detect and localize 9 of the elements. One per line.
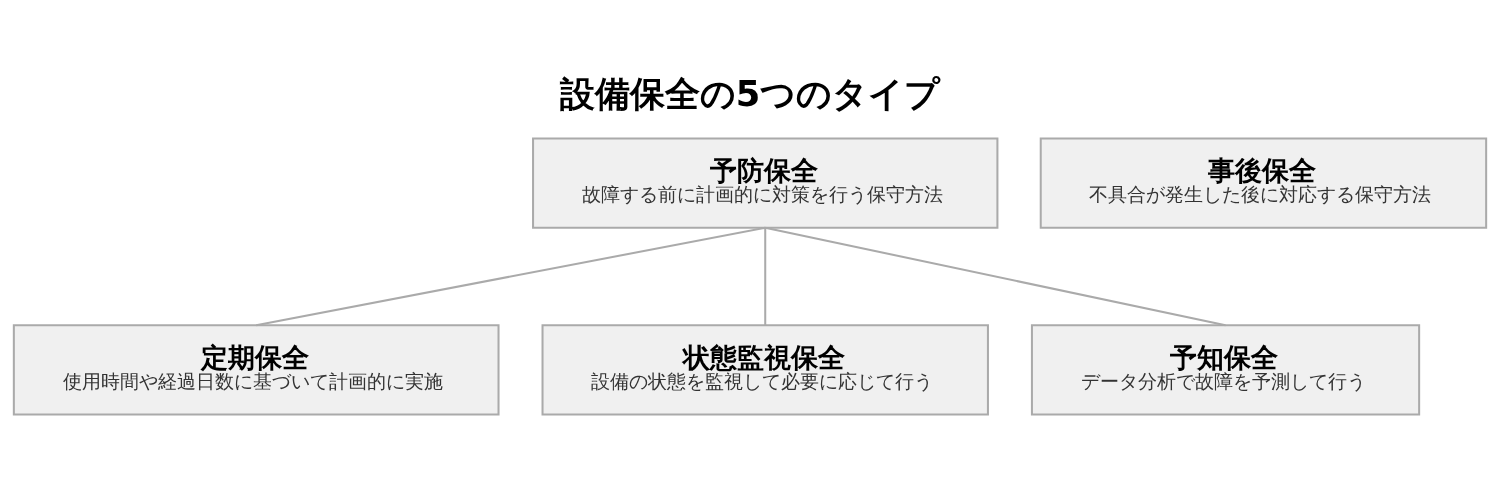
- node-box: 予防保全 故障する前に計画的に対策を行う保守方法: [532, 137, 999, 229]
- node-box: 予知保全 データ分析で故障を予測して行う: [1030, 324, 1421, 416]
- node-box: 定期保全 使用時間や経過日数に基づいて計画的に実施: [12, 324, 500, 416]
- node-box: 事後保全 不具合が発生した後に対応する保守方法: [1039, 137, 1488, 229]
- node-box: 状態監視保全 設備の状態を監視して必要に応じて行う: [541, 324, 989, 416]
- connector: [256, 226, 766, 327]
- diagram-title: 設備保全の5つのタイプ: [559, 72, 941, 114]
- connector: [765, 226, 1226, 327]
- connector: [764, 227, 767, 326]
